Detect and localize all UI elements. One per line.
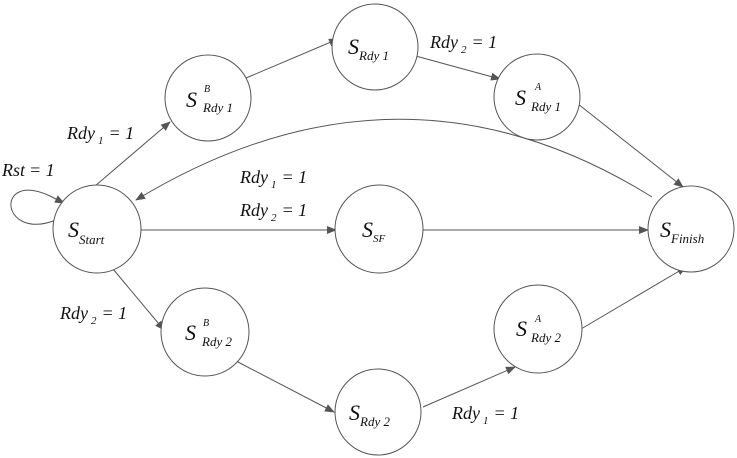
edge-rdy1-to-a1 bbox=[411, 54, 501, 81]
edge-rdy2-to-a2 bbox=[422, 366, 516, 408]
svg-text:SSF: SSF bbox=[362, 217, 386, 245]
state-rdy2: SRdy 2 bbox=[334, 368, 422, 456]
state-start: SStart bbox=[52, 184, 142, 274]
svg-text:B: B bbox=[204, 84, 210, 95]
svg-text:Rdy 2: Rdy 2 bbox=[201, 334, 232, 349]
svg-text:S: S bbox=[185, 320, 196, 345]
svg-text:SRdy 2: SRdy 2 bbox=[349, 400, 390, 429]
svg-text:SRdy 1: SRdy 1 bbox=[348, 34, 389, 63]
edge-a2-to-finish bbox=[580, 266, 687, 330]
state-finish: SFinish bbox=[647, 185, 735, 273]
svg-text:Rdy 1: Rdy 1 bbox=[202, 100, 233, 115]
svg-text:SStart: SStart bbox=[68, 217, 105, 247]
svg-text:A: A bbox=[534, 314, 542, 325]
edge-start-self-loop bbox=[10, 189, 65, 225]
svg-text:S: S bbox=[186, 87, 197, 112]
edge-start-to-b1 bbox=[94, 121, 171, 187]
svg-text:Rdy 1: Rdy 1 bbox=[530, 99, 561, 114]
svg-text:A: A bbox=[534, 82, 542, 93]
svg-text:S: S bbox=[515, 85, 526, 110]
edges bbox=[10, 38, 687, 413]
svg-text:SFinish: SFinish bbox=[660, 217, 704, 246]
state-b-rdy1: S B Rdy 1 bbox=[164, 54, 252, 142]
edge-b1-to-rdy1 bbox=[245, 38, 339, 79]
state-b-rdy2: S B Rdy 2 bbox=[160, 287, 250, 377]
svg-text:S: S bbox=[516, 316, 527, 341]
state-a-rdy2: S A Rdy 2 bbox=[493, 284, 583, 374]
svg-text:Rdy 2: Rdy 2 bbox=[530, 330, 561, 345]
edge-a1-to-finish bbox=[572, 99, 684, 188]
state-rdy1: SRdy 1 bbox=[331, 3, 419, 91]
label-rst: Rst= 1 bbox=[1, 160, 55, 180]
state-a-rdy1: S A Rdy 1 bbox=[493, 53, 581, 141]
edge-b2-to-rdy2 bbox=[235, 360, 335, 413]
svg-text:B: B bbox=[203, 318, 209, 329]
edge-finish-to-start bbox=[135, 118, 653, 201]
edge-start-to-b2 bbox=[112, 268, 165, 331]
state-sf: SSF bbox=[334, 184, 424, 274]
